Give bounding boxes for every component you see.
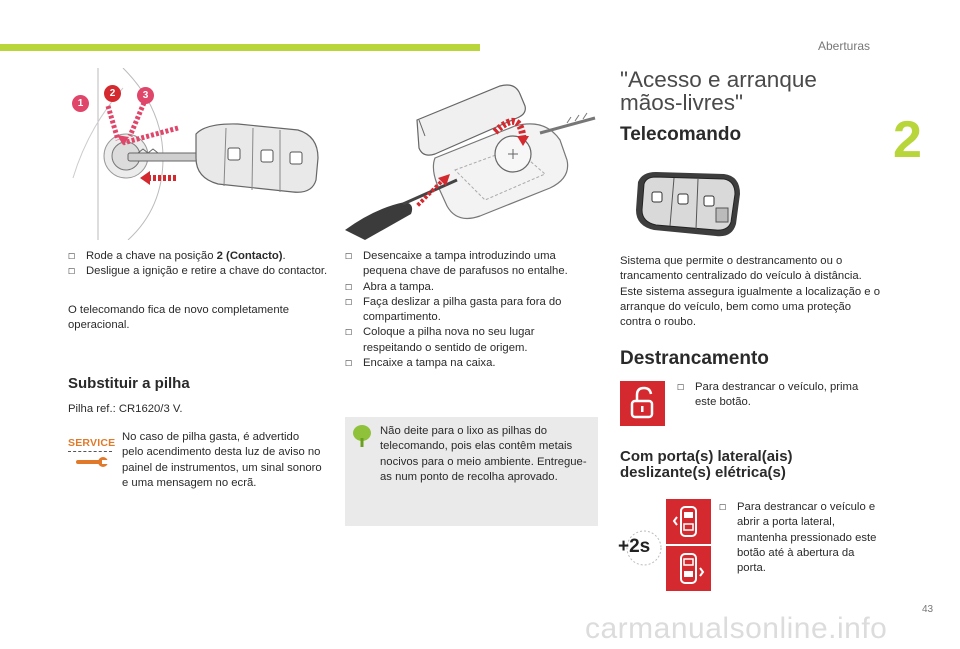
replace-battery-heading: Substituir a pilha xyxy=(68,375,190,392)
remote-heading: Telecomando xyxy=(620,124,742,145)
square-bullet-icon: ☐ xyxy=(68,252,76,261)
handsfree-title: "Acesso e arranque mãos-livres" xyxy=(620,67,817,115)
sliding-door-button-tile-bottom xyxy=(666,546,711,591)
square-bullet-icon: ☐ xyxy=(345,297,353,307)
square-bullet-icon: ☐ xyxy=(345,359,353,369)
car-door-icon xyxy=(680,553,705,584)
sliding-door-button-tile-top xyxy=(666,499,711,544)
square-bullet-icon: ☐ xyxy=(345,328,353,338)
unlock-button-tile xyxy=(620,381,665,426)
car-door-icon xyxy=(672,506,697,537)
hold-duration-badge: +2s xyxy=(614,528,666,568)
square-bullet-icon: ☐ xyxy=(345,282,353,292)
step-item: ☐ Desligue a ignição e retire a chave do… xyxy=(68,264,330,279)
step-item: ☐ Abra a tampa. xyxy=(345,280,595,295)
square-bullet-icon: ☐ xyxy=(719,503,727,512)
battery-replacement-illustration xyxy=(345,78,600,240)
leaf-icon xyxy=(353,425,371,447)
chapter-number: 2 xyxy=(893,111,922,169)
unlock-step: ☐ Para destrancar o veículo, prima este … xyxy=(677,380,877,411)
square-bullet-icon: ☐ xyxy=(345,252,353,261)
remote-description: Sistema que permite o destrancamento ou … xyxy=(620,255,880,329)
step-item: ☐ Encaixe a tampa na caixa. xyxy=(345,356,595,371)
battery-reference: Pilha ref.: CR1620/3 V. xyxy=(68,403,183,415)
clock-icon xyxy=(626,530,662,566)
square-bullet-icon: ☐ xyxy=(68,267,76,277)
ignition-key-illustration xyxy=(68,67,330,241)
square-bullet-icon: ☐ xyxy=(677,383,685,392)
service-warning-icon: SERVICE xyxy=(68,437,115,471)
sliding-door-step: ☐ Para destrancar o veículo e abrir a po… xyxy=(719,500,879,576)
remote-key-image xyxy=(632,168,744,240)
accent-bar xyxy=(0,44,480,51)
step-item: ☐ Faça deslizar a pilha gasta para fora … xyxy=(345,295,595,326)
callout-1: 1 xyxy=(72,95,89,112)
eco-note-text: Não deite para o lixo as pilhas do telec… xyxy=(380,425,587,483)
wrench-icon xyxy=(76,457,108,467)
operational-note: O telecomando fica de novo completamente… xyxy=(68,304,290,332)
watermark: carmanualsonline.info xyxy=(585,612,888,645)
section-name: Aberturas xyxy=(818,39,871,53)
unlock-heading: Destrancamento xyxy=(620,348,769,369)
callout-3: 3 xyxy=(137,87,154,104)
step-item: ☐ Rode a chave na posição 2 (Contacto). xyxy=(68,249,330,264)
battery-steps: ☐ Desencaixe a tampa introduzindo uma pe… xyxy=(345,249,595,371)
page-number: 43 xyxy=(922,604,934,615)
step-item: ☐ Coloque a pilha nova no seu lugar resp… xyxy=(345,325,595,356)
key-steps: ☐ Rode a chave na posição 2 (Contacto). … xyxy=(68,249,330,280)
padlock-open-icon xyxy=(630,386,654,419)
sliding-door-heading: Com porta(s) lateral(ais) deslizante(s) … xyxy=(620,448,793,481)
step-item: ☐ Desencaixe a tampa introduzindo uma pe… xyxy=(345,249,595,280)
service-warning-text: No caso de pilha gasta, é advertido pelo… xyxy=(122,431,322,489)
eco-note-box xyxy=(345,417,598,526)
callout-2: 2 xyxy=(104,85,121,102)
